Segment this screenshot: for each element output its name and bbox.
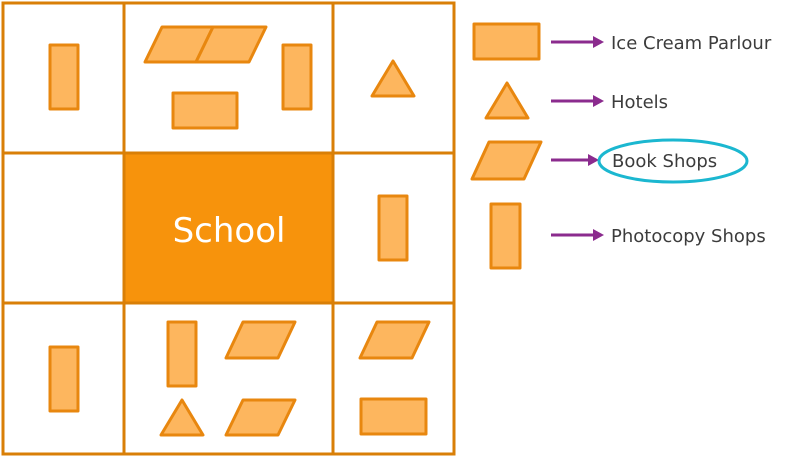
legend-ice-cream-parlour-icon (472, 22, 541, 61)
photocopy-shop-icon (48, 345, 80, 413)
school-label: School (173, 211, 286, 251)
legend-book-shop-icon (470, 140, 543, 181)
legend-label-book-shops: Book Shops (612, 151, 717, 172)
photocopy-shop-icon (377, 194, 409, 262)
hotel-icon (370, 59, 416, 98)
highlight-ellipse (597, 138, 749, 184)
hotel-icon (159, 398, 205, 437)
grid-border (1, 1, 456, 456)
school-block (122, 151, 335, 305)
legend-label-photocopy-shops: Photocopy Shops (611, 226, 766, 247)
arrow-icon (551, 95, 604, 107)
photocopy-shop-icon (48, 43, 80, 111)
photocopy-shop-icon (281, 43, 313, 111)
ice-cream-parlour-icon (171, 91, 239, 130)
arrow-icon (551, 154, 599, 166)
legend-hotel-icon (484, 81, 530, 120)
book-shop-icon (224, 398, 297, 437)
town-grid (1, 1, 456, 456)
book-shop-icon (194, 25, 268, 64)
arrow-icon (551, 229, 604, 241)
book-shop-icon (358, 320, 431, 360)
arrow-icon (551, 36, 604, 48)
legend-label-hotels: Hotels (611, 92, 668, 113)
ice-cream-parlour-icon (359, 397, 428, 436)
legend-photocopy-shop-icon (489, 202, 522, 270)
book-shop-icon (224, 320, 297, 360)
photocopy-shop-icon (166, 320, 198, 388)
legend-label-ice-cream-parlour: Ice Cream Parlour (611, 33, 772, 54)
